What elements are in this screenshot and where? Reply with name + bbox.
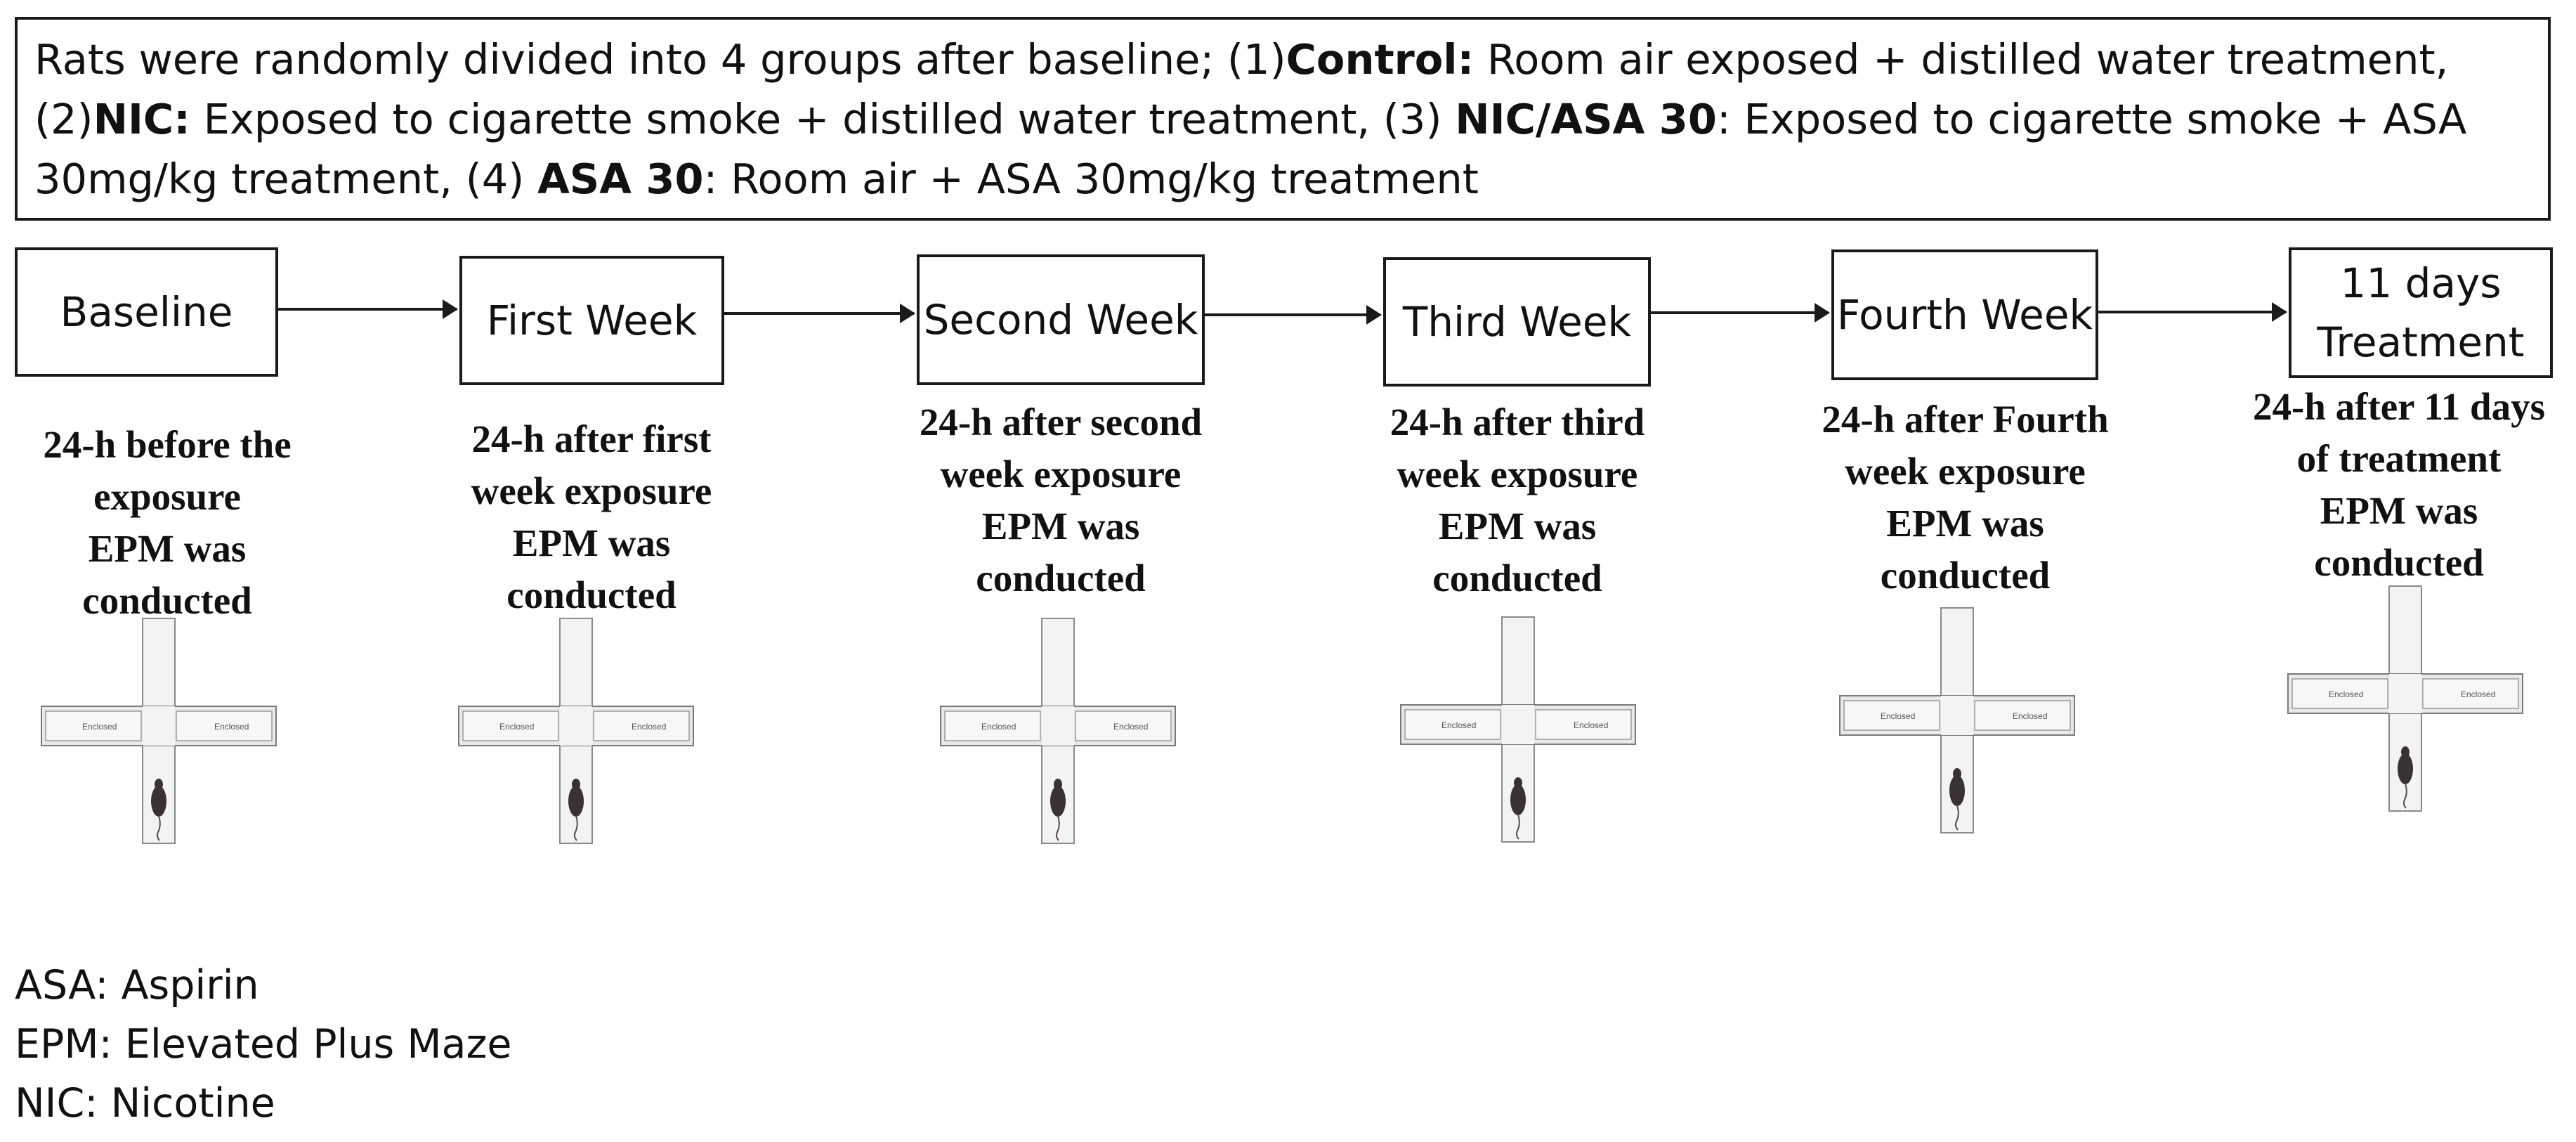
enclosed-arm-label: Enclosed — [1113, 722, 1148, 732]
stage-desc-third-week: 24-h after third week exposure EPM was c… — [1370, 396, 1665, 604]
stage-desc-first-week: 24-h after first week exposure EPM was c… — [444, 413, 739, 621]
desc-line: EPM was — [981, 505, 1140, 547]
arrow-fourth-to-treatment — [2098, 302, 2287, 322]
desc-line: conducted — [1880, 554, 2051, 597]
desc-line: week exposure — [1397, 453, 1638, 495]
stage-box-treatment: 11 days Treatment — [2289, 247, 2553, 378]
stage-box-second-week: Second Week — [917, 254, 1205, 385]
maze-illustration-fourth-week: Enclosed Enclosed — [1838, 606, 2077, 838]
desc-line: EPM was — [1438, 505, 1597, 547]
group-description: Rats were randomly divided into 4 groups… — [15, 17, 2551, 221]
maze-illustration-treatment: Enclosed Enclosed — [2287, 585, 2525, 817]
stage-box-baseline: Baseline — [15, 247, 278, 377]
group-control-label: Control: — [1286, 35, 1475, 84]
desc-line: 24-h before the — [43, 423, 292, 466]
desc-line: conducted — [1432, 557, 1602, 599]
desc-line: EPM was — [1886, 502, 2044, 545]
enclosed-arm-label: Enclosed — [214, 722, 249, 732]
enclosed-arm-label: Enclosed — [2329, 689, 2363, 699]
elevated-plus-maze-drawing: Enclosed Enclosed — [2287, 585, 2523, 812]
maze-illustration-third-week: Enclosed Enclosed — [1399, 616, 1638, 848]
desc-line: 24-h after first — [471, 417, 712, 460]
desc-line: EPM was — [512, 521, 671, 564]
rat-icon — [151, 779, 166, 841]
rat-icon — [1050, 779, 1066, 841]
stage-title: Fourth Week — [1836, 291, 2093, 339]
intro-text: : Exposed to cigarette smoke + ASA 30mg/… — [34, 95, 2467, 203]
rat-icon — [1949, 768, 1965, 831]
enclosed-arm-label: Enclosed — [82, 722, 117, 732]
legend-item-nic: NIC: Nicotine — [15, 1080, 275, 1127]
stage-box-fourth-week: Fourth Week — [1831, 249, 2098, 380]
maze-illustration-baseline: Enclosed Enclosed — [40, 617, 279, 849]
stage-title: Second Week — [923, 296, 1198, 344]
desc-line: exposure — [93, 475, 241, 518]
desc-line: 24-h after Fourth — [1822, 398, 2109, 441]
maze-illustration-second-week: Enclosed Enclosed — [939, 617, 1178, 849]
arrow-baseline-to-first — [278, 299, 458, 319]
desc-line: conducted — [2314, 541, 2484, 584]
maze-illustration-first-week: Enclosed Enclosed — [457, 617, 696, 849]
enclosed-arm-label: Enclosed — [2461, 689, 2495, 699]
stage-desc-second-week: 24-h after second week exposure EPM was … — [899, 396, 1222, 604]
desc-line: EPM was — [88, 527, 247, 570]
stage-box-first-week: First Week — [459, 256, 724, 385]
desc-line: 24-h after second — [919, 401, 1203, 443]
intro-text: Room air exposed + distilled water treat… — [34, 35, 2449, 143]
enclosed-arm-label: Enclosed — [1574, 720, 1608, 730]
elevated-plus-maze-drawing: Enclosed Enclosed — [41, 618, 277, 844]
arrow-third-to-fourth — [1651, 303, 1830, 323]
desc-line: conducted — [506, 573, 676, 616]
desc-line: week exposure — [940, 453, 1182, 495]
stage-title: First Week — [486, 297, 698, 344]
desc-line: conducted — [82, 579, 252, 622]
desc-line: 24-h after third — [1390, 401, 1645, 443]
enclosed-arm-label: Enclosed — [632, 722, 666, 732]
legend-item-asa: ASA: Aspirin — [15, 962, 259, 1008]
desc-line: conducted — [976, 557, 1146, 599]
rat-icon — [2398, 746, 2413, 809]
rat-icon — [568, 779, 584, 841]
arrow-second-to-third — [1205, 305, 1382, 325]
group-nic-asa-label: NIC/ASA 30 — [1455, 95, 1717, 143]
desc-line: of treatment — [2296, 437, 2502, 480]
desc-line: week exposure — [471, 469, 712, 512]
elevated-plus-maze-drawing: Enclosed Enclosed — [458, 618, 694, 844]
stage-title: Baseline — [60, 288, 233, 336]
enclosed-arm-label: Enclosed — [499, 722, 534, 732]
abbreviation-legend: ASA: Aspirin EPM: Elevated Plus Maze NIC… — [15, 956, 511, 1133]
legend-item-epm: EPM: Elevated Plus Maze — [15, 1021, 512, 1068]
group-asa-label: ASA 30 — [537, 155, 704, 203]
arrow-first-to-second — [724, 304, 915, 323]
desc-line: 24-h after 11 days — [2252, 385, 2546, 428]
intro-text: : Room air + ASA 30mg/kg treatment — [703, 155, 1479, 203]
group-nic-label: NIC: — [93, 95, 190, 143]
stage-desc-treatment: 24-h after 11 days of treatment EPM was … — [2230, 381, 2568, 589]
elevated-plus-maze-drawing: Enclosed Enclosed — [1839, 607, 2075, 833]
stage-desc-fourth-week: 24-h after Fourth week exposure EPM was … — [1805, 394, 2125, 602]
stage-title: 11 days Treatment — [2317, 259, 2525, 366]
elevated-plus-maze-drawing: Enclosed Enclosed — [1400, 616, 1636, 843]
stage-title: Third Week — [1402, 298, 1632, 346]
enclosed-arm-label: Enclosed — [1441, 720, 1476, 730]
intro-text: Rats were randomly divided into 4 groups… — [34, 35, 1286, 84]
rat-icon — [1510, 777, 1526, 840]
stage-desc-baseline: 24-h before the exposure EPM was conduct… — [20, 419, 315, 627]
enclosed-arm-label: Enclosed — [1881, 711, 1915, 721]
enclosed-arm-label: Enclosed — [981, 722, 1016, 732]
stage-box-third-week: Third Week — [1383, 257, 1651, 387]
desc-line: week exposure — [1845, 450, 2086, 493]
desc-line: EPM was — [2320, 489, 2478, 532]
intro-text: Exposed to cigarette smoke + distilled w… — [190, 95, 1456, 143]
elevated-plus-maze-drawing: Enclosed Enclosed — [940, 618, 1176, 844]
enclosed-arm-label: Enclosed — [2013, 711, 2047, 721]
